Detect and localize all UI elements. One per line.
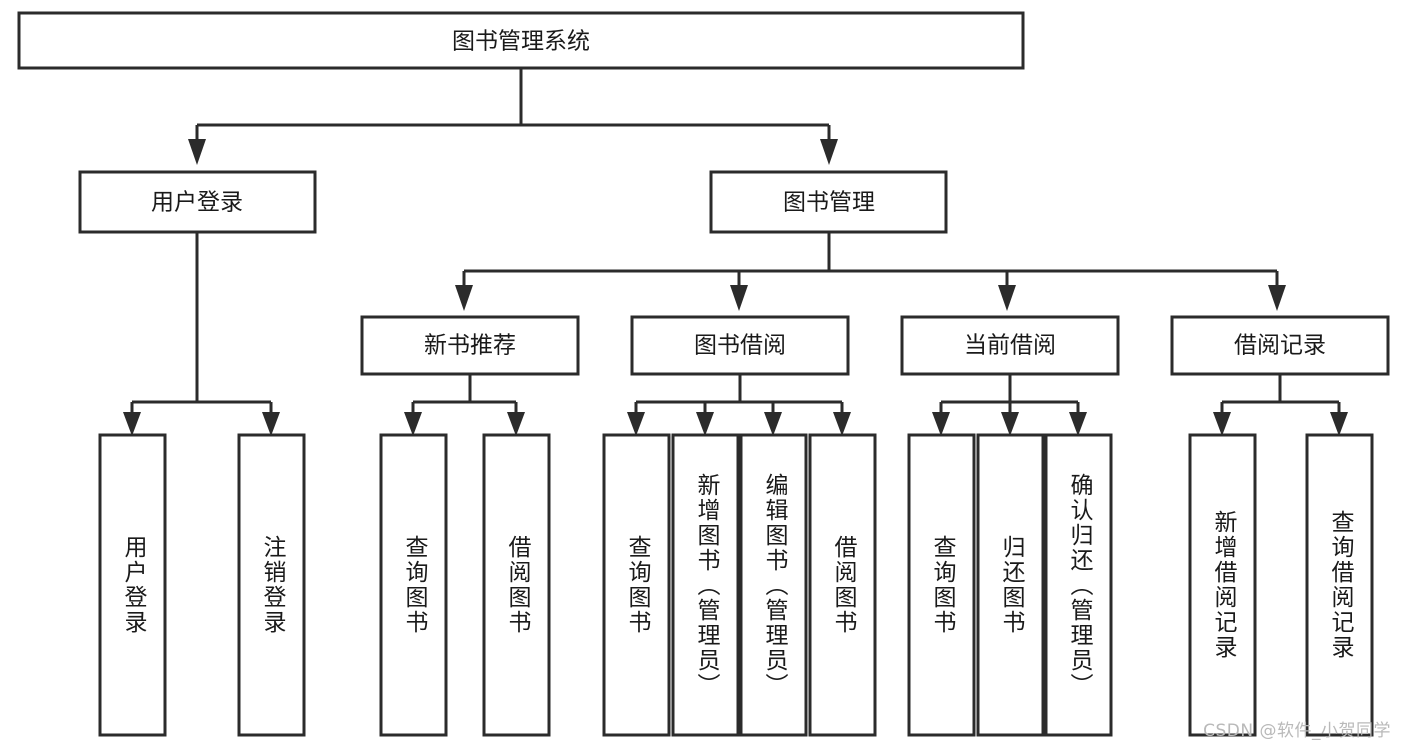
node-current-borrow-box[interactable] [900, 315, 1120, 376]
arrow-head-leaf-rec-2 [507, 412, 525, 436]
arrow-head-leaf-borrow-3 [764, 412, 782, 436]
node-book-borrow[interactable]: 图书借阅 [630, 315, 850, 376]
leaf-box-user-login-2[interactable] [237, 433, 306, 737]
arrow-head-leaf-borrow-1 [627, 412, 645, 436]
node-current-borrow-label: 当前借阅 [964, 333, 1056, 359]
arrow-head-new-book-rec [455, 285, 473, 311]
leaf-box-borrow-2[interactable] [671, 433, 740, 737]
connector-group-userlogin-to-leaves [123, 232, 280, 436]
node-book-manage-label: 图书管理 [783, 190, 875, 216]
leaf-box-borrow-1[interactable] [602, 433, 671, 737]
node-new-book-rec-label: 新书推荐 [424, 333, 516, 359]
arrow-head-user-login [188, 139, 206, 165]
leaf-box-cur-3[interactable] [1044, 433, 1113, 737]
node-user-login-box[interactable] [78, 170, 317, 234]
node-current-borrow[interactable]: 当前借阅 [900, 315, 1120, 376]
node-book-borrow-label: 图书借阅 [694, 333, 786, 359]
arrow-head-book-manage [820, 139, 838, 165]
arrow-head-leaf-user-login-2 [262, 412, 280, 436]
arrow-head-leaf-cur-1 [932, 412, 950, 436]
arrow-head-book-borrow [730, 285, 748, 311]
leaf-box-borrow-4[interactable] [808, 433, 877, 737]
arrow-head-leaf-rec-1 [404, 412, 422, 436]
arrow-head-leaf-user-login-1 [123, 412, 141, 436]
leaf-box-group [98, 433, 1374, 737]
connector-group-root-to-l2 [188, 68, 838, 165]
node-root-box[interactable] [17, 11, 1025, 70]
node-book-borrow-box[interactable] [630, 315, 850, 376]
node-borrow-record-label: 借阅记录 [1234, 333, 1326, 359]
leaf-box-rec-1[interactable] [379, 433, 448, 737]
leaf-box-cur-1[interactable] [907, 433, 976, 737]
arrow-head-leaf-borrow-2 [696, 412, 714, 436]
leaf-box-user-login-1[interactable] [98, 433, 167, 737]
node-new-book-rec[interactable]: 新书推荐 [360, 315, 580, 376]
connector-group-bookmanage-to-l3 [455, 232, 1286, 311]
node-borrow-record[interactable]: 借阅记录 [1170, 315, 1390, 376]
arrow-head-leaf-reclog-2 [1330, 412, 1348, 436]
arrow-head-leaf-cur-3 [1069, 412, 1087, 436]
node-book-manage-box[interactable] [709, 170, 948, 234]
arrow-head-leaf-borrow-4 [833, 412, 851, 436]
leaf-box-borrow-3[interactable] [739, 433, 808, 737]
node-root[interactable]: 图书管理系统 [17, 11, 1025, 70]
arrow-head-leaf-cur-2 [1001, 412, 1019, 436]
leaf-box-cur-2[interactable] [976, 433, 1045, 737]
connector-group-currentborrow-to-leaves [932, 374, 1087, 436]
connector-group-bookborrow-to-leaves [627, 374, 851, 436]
leaf-box-reclog-2[interactable] [1305, 433, 1374, 737]
connector-group-newbookrec-to-leaves [404, 374, 525, 436]
leaf-box-rec-2[interactable] [482, 433, 551, 737]
node-book-manage[interactable]: 图书管理 [709, 170, 948, 234]
node-user-login[interactable]: 用户登录 [78, 170, 317, 234]
node-root-label: 图书管理系统 [452, 29, 590, 55]
arrow-head-leaf-reclog-1 [1213, 412, 1231, 436]
arrow-head-borrow-record [1268, 285, 1286, 311]
arrow-head-current-borrow [998, 285, 1016, 311]
node-borrow-record-box[interactable] [1170, 315, 1390, 376]
node-new-book-rec-box[interactable] [360, 315, 580, 376]
leaf-box-reclog-1[interactable] [1188, 433, 1257, 737]
node-user-login-label: 用户登录 [151, 190, 243, 216]
connector-group-borrowrecord-to-leaves [1213, 374, 1348, 436]
